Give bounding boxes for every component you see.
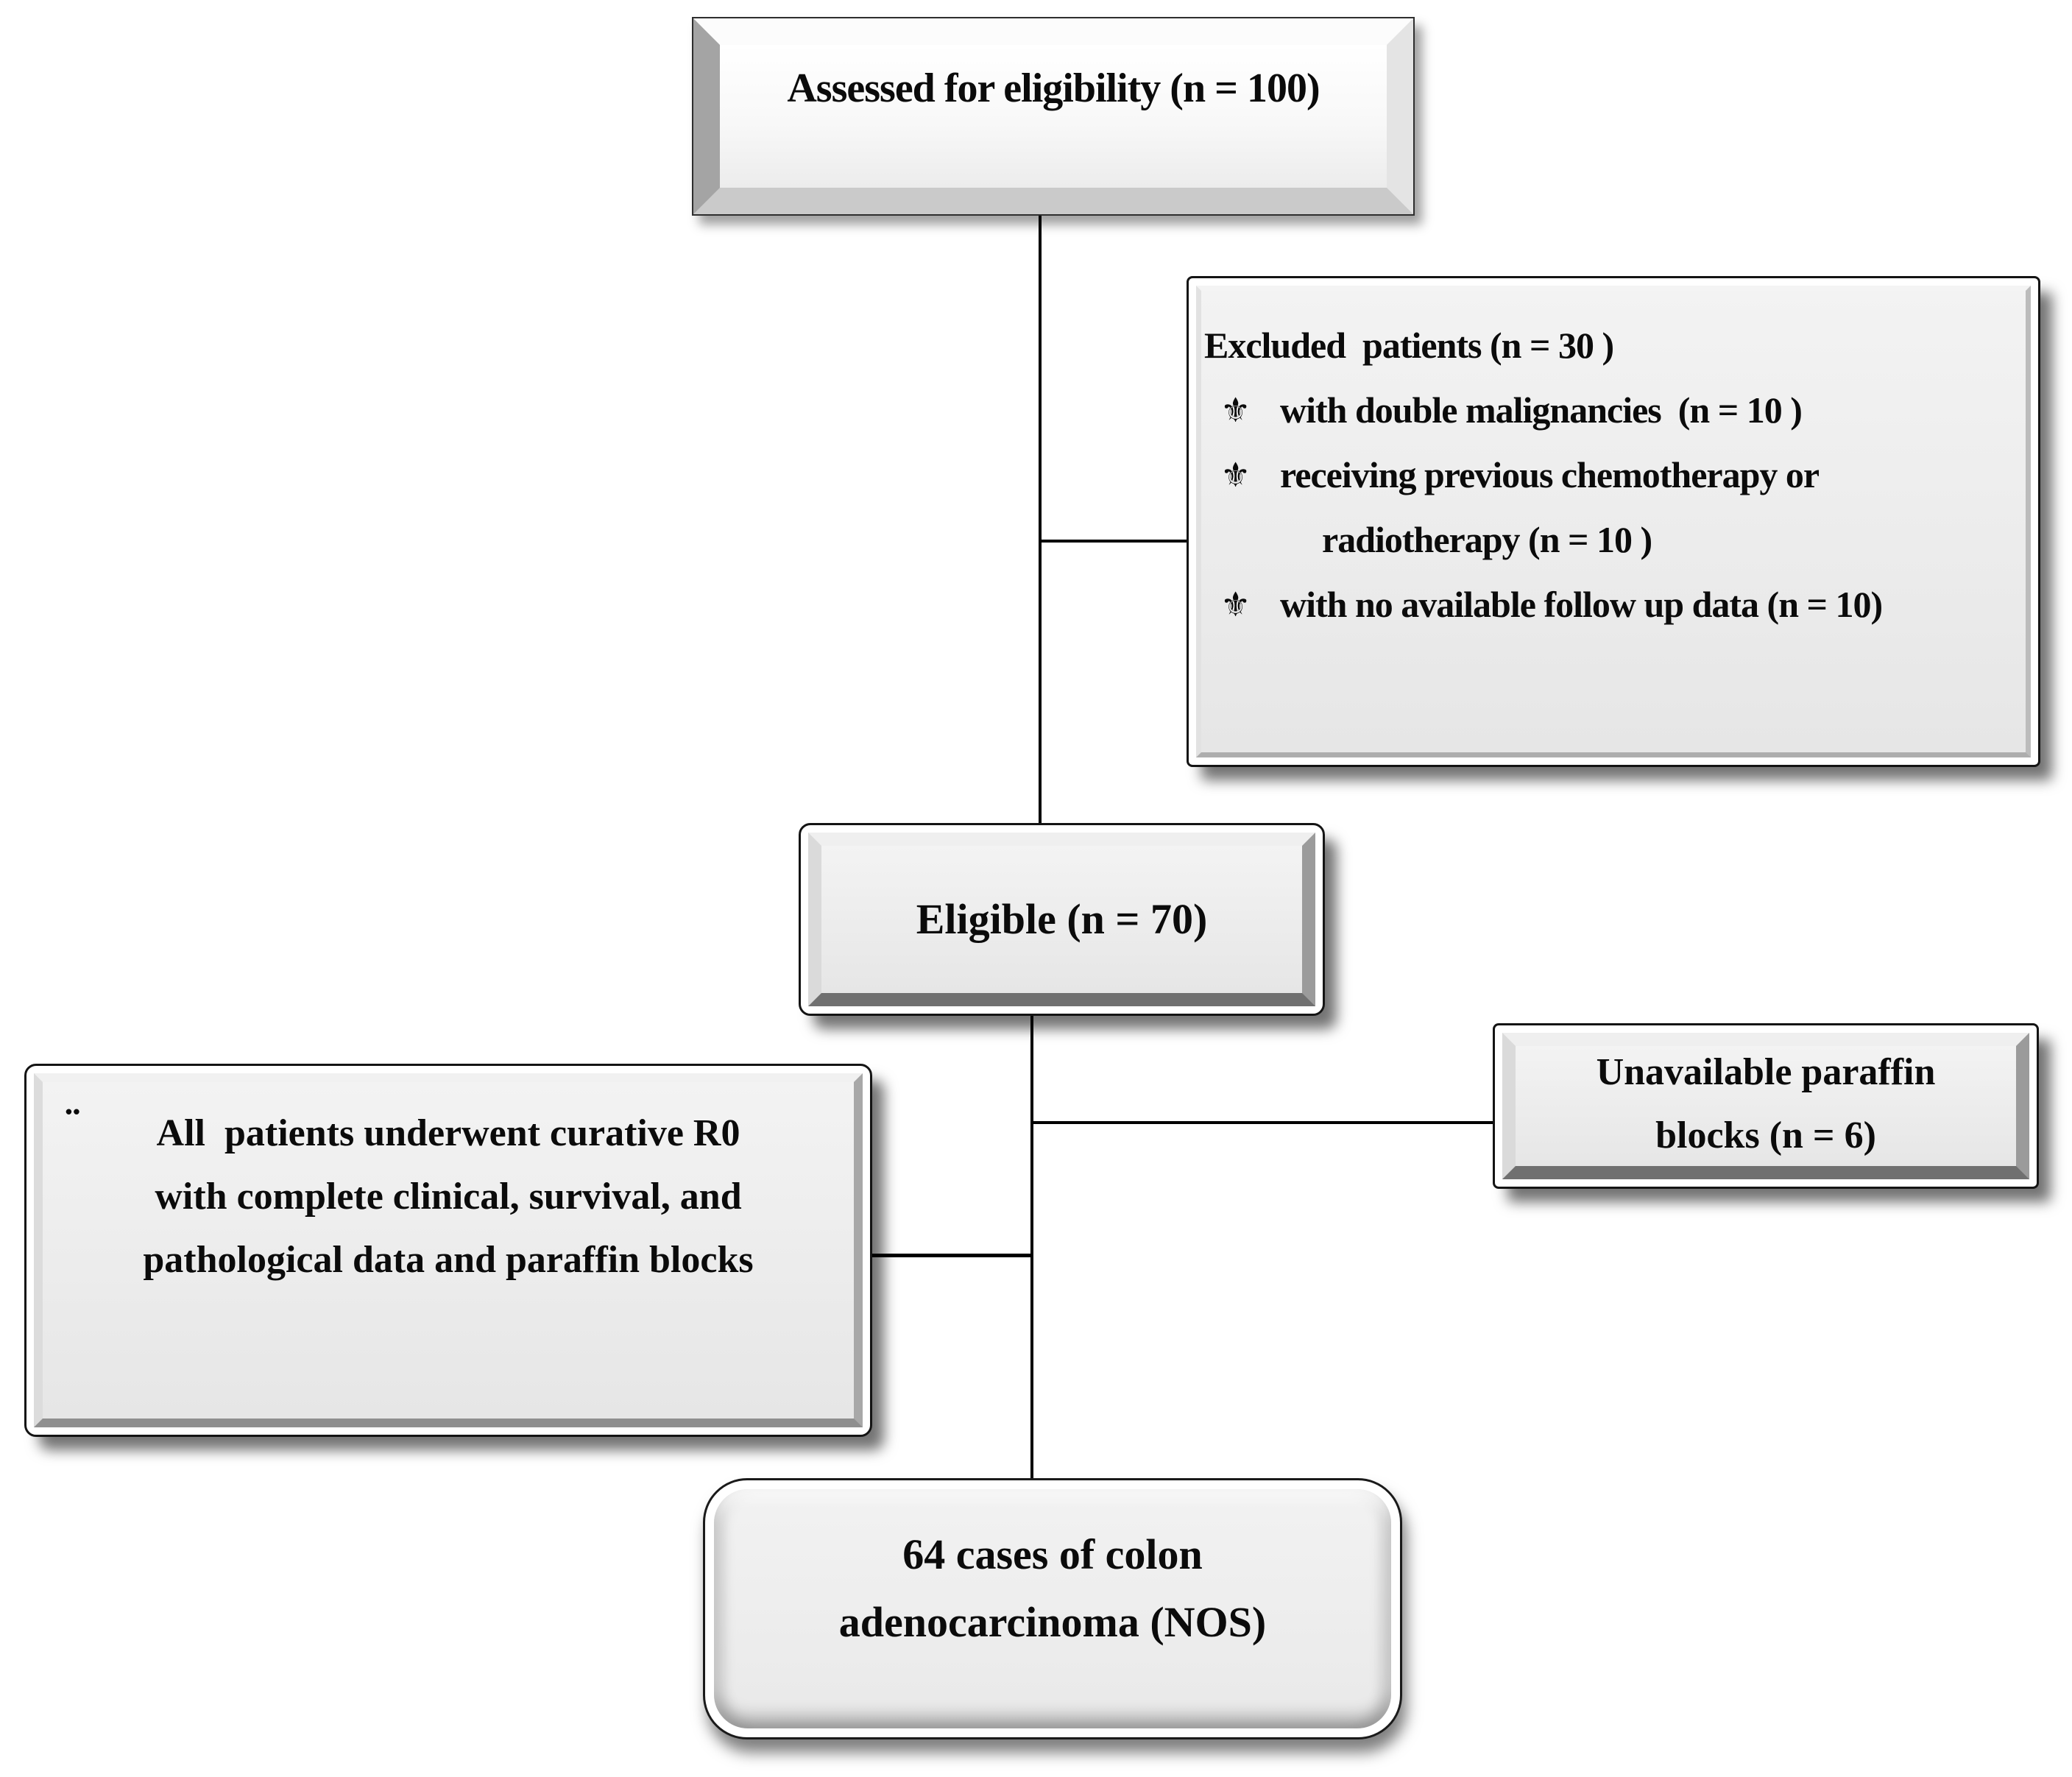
criteria-bevel-frame: ¨ All patients underwent curative R0 wit… — [34, 1073, 863, 1427]
excluded-title: Excluded patients (n = 30 ) — [1204, 325, 1614, 366]
unavailable-line: Unavailable paraffin — [1596, 1050, 1936, 1093]
node-final: 64 cases of colon adenocarcinoma (NOS) — [703, 1478, 1402, 1739]
final-line: 64 cases of colon — [902, 1530, 1203, 1578]
node-excluded: Excluded patients (n = 30 ) ⚜ with doubl… — [1187, 276, 2040, 767]
node-assessed: Assessed for eligibility (n = 100) — [692, 17, 1415, 216]
connector-criteria-join — [857, 1254, 1033, 1257]
eligible-label: Eligible (n = 70) — [916, 895, 1208, 943]
connector-eligible-to-final — [1030, 1014, 1033, 1485]
final-line: adenocarcinoma (NOS) — [838, 1597, 1267, 1646]
diaeresis-bullet-icon: ¨ — [65, 1098, 81, 1151]
assessed-bevel-frame: Assessed for eligibility (n = 100) — [693, 18, 1413, 214]
node-criteria: ¨ All patients underwent curative R0 wit… — [24, 1064, 872, 1437]
connector-branch-to-unavailable — [1032, 1121, 1497, 1124]
excluded-item-text: receiving previous chemotherapy or radio… — [1280, 454, 1827, 560]
fleur-de-lis-bullet-icon: ⚜ — [1220, 390, 1251, 430]
unavailable-line: blocks (n = 6) — [1655, 1114, 1876, 1156]
eligible-bevel-frame: Eligible (n = 70) — [808, 833, 1315, 1006]
excluded-item: ⚜ receiving previous chemotherapy or rad… — [1204, 442, 2008, 572]
node-unavailable: Unavailable paraffin blocks (n = 6) — [1493, 1023, 2039, 1189]
criteria-line: with complete clinical, survival, and — [155, 1176, 742, 1218]
node-eligible: Eligible (n = 70) — [799, 823, 1325, 1016]
excluded-item-text: with double malignancies (n = 10 ) — [1280, 389, 1803, 431]
excluded-item: ⚜ with no available follow up data (n = … — [1204, 572, 2008, 637]
excluded-bevel-frame: Excluded patients (n = 30 ) ⚜ with doubl… — [1196, 286, 2031, 757]
fleur-de-lis-bullet-icon: ⚜ — [1220, 584, 1251, 624]
excluded-item-text: with no available follow up data (n = 10… — [1280, 584, 1883, 625]
connector-branch-to-excluded — [1040, 540, 1191, 543]
assessed-label: Assessed for eligibility (n = 100) — [787, 66, 1320, 111]
final-rounded-frame: 64 cases of colon adenocarcinoma (NOS) — [714, 1489, 1391, 1728]
connector-assessed-to-eligible — [1039, 216, 1042, 826]
fleur-de-lis-bullet-icon: ⚜ — [1220, 455, 1251, 495]
unavailable-bevel-frame: Unavailable paraffin blocks (n = 6) — [1502, 1033, 2029, 1179]
criteria-line: All patients underwent curative R0 — [156, 1112, 740, 1154]
excluded-item: ⚜ with double malignancies (n = 10 ) — [1204, 378, 2008, 442]
criteria-line: pathological data and paraffin blocks — [143, 1239, 754, 1281]
